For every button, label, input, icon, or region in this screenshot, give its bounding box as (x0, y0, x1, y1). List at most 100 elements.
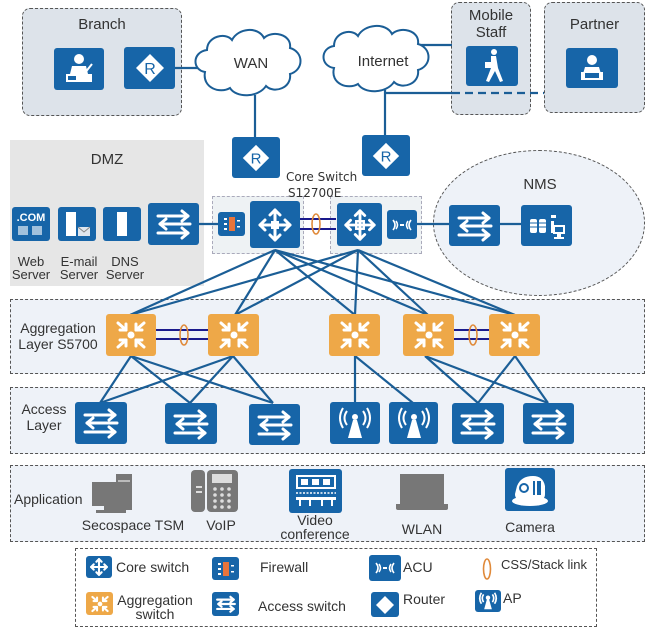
link-core1-agg2 (234, 249, 276, 316)
dns-server-label-line1: DNS (111, 254, 139, 269)
internet-label: Internet (357, 53, 409, 70)
legend-label-router: Router (403, 591, 446, 607)
email-server-label-line1: E-mail (60, 254, 98, 269)
legend-label-firewall: Firewall (260, 559, 309, 575)
link-core1-agg5 (274, 248, 516, 317)
internet-router[interactable]: R (362, 135, 410, 176)
core-switch-icon (90, 558, 108, 576)
wan-router[interactable]: R (232, 137, 280, 178)
link-agg4-acc5 (424, 354, 549, 405)
web-server[interactable]: .COM (12, 207, 50, 241)
dns-server-label-line2: Server (105, 267, 145, 282)
access-switch-icon (460, 409, 496, 439)
aggregation-switch-4[interactable] (403, 314, 454, 356)
user-workstation-icon (66, 54, 93, 82)
acu-icon (375, 562, 395, 574)
application-label: Application (14, 491, 83, 507)
aggregation-switch-icon (116, 321, 146, 349)
nms-access-switch[interactable] (449, 205, 500, 246)
wan-cloud (194, 29, 302, 97)
app-label-video-line2: conference (280, 526, 350, 542)
access-switch-2[interactable] (165, 403, 217, 444)
legend-core-switch-icon (86, 556, 112, 578)
aggregation-switch-3[interactable] (329, 314, 380, 356)
ip-phone-icon (191, 470, 238, 512)
nms-server[interactable] (521, 205, 572, 246)
access-switch-icon (173, 409, 209, 439)
ap-icon (478, 592, 498, 610)
wlan-device[interactable] (394, 472, 450, 512)
access-point-2[interactable] (389, 402, 438, 444)
access-switch-5[interactable] (523, 403, 574, 444)
svg-text:.COM: .COM (17, 212, 46, 224)
core-switch-icon (258, 208, 292, 241)
web-server-icon: .COM (17, 212, 46, 235)
core-switch-1[interactable] (250, 201, 300, 248)
aggregation-layer-label-line2: Layer S5700 (18, 336, 98, 352)
access-switch-1[interactable] (75, 402, 127, 444)
app-label-camera: Camera (505, 519, 555, 535)
app-label-wlan: WLAN (401, 521, 443, 537)
router-icon (376, 595, 394, 614)
dns-server[interactable] (103, 207, 141, 241)
aggregation-switch-icon (500, 321, 529, 349)
link-core2-agg5 (357, 248, 516, 317)
link-agg5-acc4 (477, 355, 516, 404)
link-agg1-acc1 (99, 355, 132, 404)
partner-title: Partner (569, 16, 620, 33)
app-label-voip: VoIP (206, 517, 236, 533)
link-core2-agg1 (129, 248, 359, 317)
link-core2-agg2 (234, 249, 359, 316)
secospace-tsm-device[interactable] (90, 472, 145, 514)
acu[interactable] (387, 210, 417, 239)
access-switch-icon (83, 408, 119, 439)
ap-icon (339, 407, 371, 438)
branch-title: Branch (78, 16, 126, 33)
dmz-access-switch[interactable] (148, 203, 199, 245)
access-switch-3[interactable] (249, 404, 300, 445)
nms-server-icon (529, 214, 565, 239)
app-label-secospace-tsm: Secospace TSM (81, 517, 185, 533)
partner-device[interactable] (566, 48, 618, 88)
aggregation-switch-1[interactable] (106, 314, 156, 356)
video-conference-device[interactable] (289, 469, 342, 513)
legend-aggregation-switch-icon (86, 592, 113, 615)
nms-title: NMS (523, 176, 557, 193)
link-agg2-acc2 (189, 355, 234, 404)
access-point-1[interactable] (330, 402, 380, 444)
router-icon: R (242, 144, 270, 171)
core-switch-2[interactable] (337, 203, 382, 246)
aggregation-switch-2[interactable] (208, 314, 259, 356)
aggregation-switch-5[interactable] (489, 314, 540, 356)
access-switch-4[interactable] (452, 403, 504, 444)
branch-router[interactable]: R (124, 47, 175, 89)
link-agg2-acc3 (232, 355, 274, 404)
access-switch-icon (215, 595, 236, 613)
core-switch-label-line2: S12700E (288, 186, 342, 200)
email-server-label-line2: Server (59, 267, 99, 282)
mobile-staff-title-line2: Staff (475, 24, 507, 41)
link-core2-agg3 (353, 249, 360, 316)
person-laptop-icon (581, 55, 603, 80)
access-switch-icon (531, 409, 566, 439)
firewall[interactable] (218, 212, 245, 236)
branch-user-device[interactable] (54, 48, 104, 90)
legend-firewall-icon (212, 557, 239, 580)
aggregation-switch-icon (219, 321, 248, 349)
mobile-staff-device[interactable] (466, 46, 518, 86)
legend-label-acu: ACU (403, 559, 433, 575)
voip-device[interactable] (190, 468, 240, 514)
access-layer-label-line2: Layer (26, 417, 62, 433)
router-icon: R (135, 54, 164, 82)
link-core2-agg4 (357, 249, 429, 316)
mobile-staff-title-line1: Mobile (468, 7, 514, 24)
email-server[interactable] (58, 207, 96, 241)
legend-label-stack-link: CSS/Stack link (501, 557, 587, 572)
ap-icon (397, 407, 430, 438)
web-server-label-line1: Web (17, 254, 45, 269)
aggregation-switch-icon (414, 321, 443, 349)
link-core1-agg1 (129, 248, 276, 317)
link-agg4-acc4 (424, 355, 479, 404)
camera-device[interactable] (505, 468, 555, 511)
